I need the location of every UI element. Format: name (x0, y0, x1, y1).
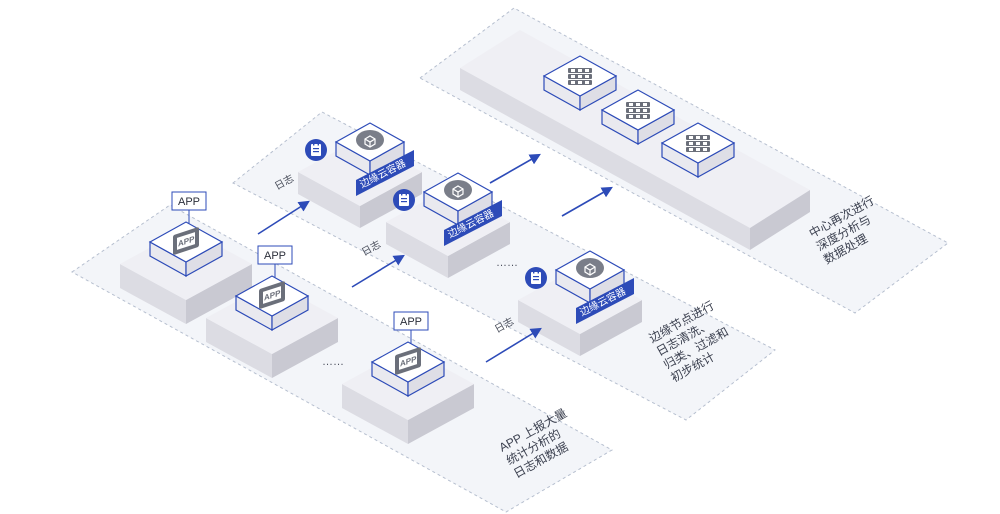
app-tile (370, 341, 446, 398)
app-node: APP APP (342, 311, 474, 444)
edge-node: 边缘云容器 (298, 122, 422, 228)
app-tag: APP (171, 191, 207, 224)
app-icon: APP (259, 281, 285, 309)
svg-text:APP: APP (400, 316, 422, 328)
app-tag: APP (393, 311, 429, 344)
app-node: APP APP (120, 191, 252, 324)
app-icon: APP (173, 227, 199, 255)
document-icon (525, 267, 547, 289)
svg-text:APP: APP (264, 250, 286, 262)
cloud-box-icon (356, 130, 384, 150)
svg-text:APP: APP (178, 196, 200, 208)
server-icon (686, 135, 710, 152)
server-icon (626, 102, 650, 119)
app-node: APP APP (206, 245, 338, 378)
flow-arrow-app-to-edge-1 (257, 200, 310, 235)
app-icon: APP (395, 347, 421, 375)
document-icon (393, 189, 415, 211)
server-node (542, 55, 618, 112)
flow-arrow-app-to-edge-2 (351, 254, 405, 288)
cloud-box-icon (444, 180, 472, 200)
flow-arrow-edge-to-center-2 (561, 186, 613, 217)
ellipsis-edge: …… (496, 257, 518, 269)
server-node (660, 122, 736, 179)
cloud-box-icon (576, 258, 604, 278)
flow-arrows (257, 153, 613, 363)
edge-node: 边缘云容器 (386, 172, 510, 278)
flow-arrow-app-to-edge-3 (485, 327, 542, 363)
flow-arrow-edge-to-center-1 (489, 153, 541, 184)
server-node (600, 89, 676, 146)
server-icon (568, 68, 592, 85)
edge-node: 边缘云容器 (518, 250, 642, 356)
ellipsis-app: …… (322, 356, 344, 368)
app-tag: APP (257, 245, 293, 278)
document-icon (305, 139, 327, 161)
